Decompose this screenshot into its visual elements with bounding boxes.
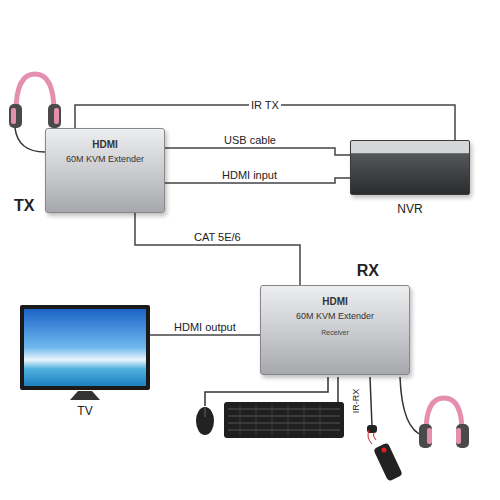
device-label: RX: [357, 262, 379, 280]
ear-cup: [419, 424, 432, 448]
remote-body: [373, 442, 403, 481]
rx-extender: RXHDMI60M KVM ExtenderReceiver: [260, 285, 410, 375]
unit-label: Receiver: [321, 329, 349, 336]
tv-stand: [70, 391, 100, 400]
audio-cable: [15, 128, 45, 152]
ir-cable: [370, 377, 372, 426]
cable-line: [135, 213, 300, 285]
remote-control: [368, 430, 403, 482]
keyboard-cable: [337, 377, 339, 402]
device-label: TX: [14, 197, 34, 215]
ear-pad: [456, 428, 461, 444]
port-label: IR-RX: [352, 389, 362, 414]
ear-pad: [427, 428, 432, 444]
model-label: 60M KVM Extender: [66, 154, 144, 164]
rx-headphones: [400, 377, 469, 448]
ir-receiver: [367, 377, 377, 433]
mouse-split: [205, 408, 206, 417]
cable-line: [165, 148, 350, 155]
headband: [16, 74, 54, 112]
cable-line: [150, 334, 260, 336]
cable-label: USB cable: [222, 134, 278, 146]
model-label: 60M KVM Extender: [296, 311, 374, 321]
tx-extender: TXHDMI60M KVM Extender: [45, 128, 165, 213]
remote-button: [382, 448, 387, 453]
cable-label: HDMI input: [220, 169, 279, 181]
port-label: HDMI: [322, 296, 348, 307]
stand: [70, 391, 100, 400]
tv-screen: TV: [20, 305, 150, 390]
ear-pad: [11, 108, 16, 124]
ear-cup: [48, 104, 61, 128]
keyboard: [224, 377, 344, 438]
nvr-device: NVR: [350, 140, 470, 195]
port-label: HDMI: [92, 139, 118, 150]
ir-signal: [368, 430, 376, 444]
mouse-body: [196, 407, 214, 435]
keyboard-body: [224, 402, 344, 438]
ear-cup: [456, 424, 469, 448]
cable-label: IR TX: [249, 99, 281, 111]
cable-label: CAT 5E/6: [192, 231, 243, 243]
mouse-cable: [205, 377, 328, 406]
ear-cup: [9, 104, 22, 128]
key-columns: [240, 405, 320, 435]
cable-label: HDMI output: [172, 321, 238, 333]
ear-pad: [54, 108, 59, 124]
device-label: NVR: [351, 202, 469, 216]
device-label: TV: [24, 404, 146, 418]
key-rows: [228, 409, 340, 430]
